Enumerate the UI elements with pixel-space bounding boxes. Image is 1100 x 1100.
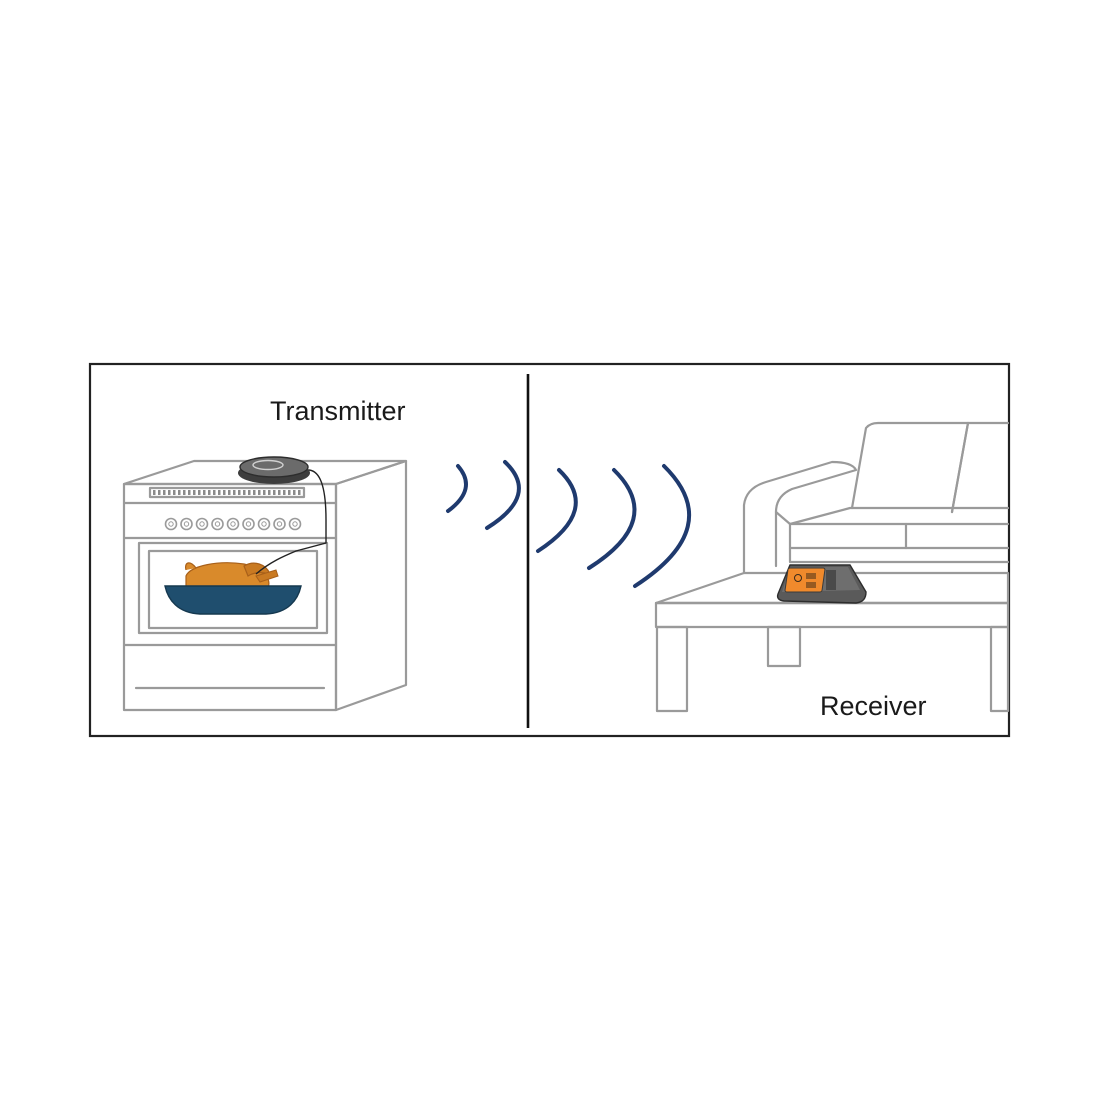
oven-knob xyxy=(242,517,255,531)
oven-knob-center xyxy=(261,521,267,527)
oven-knob xyxy=(180,517,193,531)
oven-knob xyxy=(288,517,302,531)
vent-slot xyxy=(298,490,301,495)
vent-slot xyxy=(283,490,286,495)
vent-slot xyxy=(223,490,226,495)
vent-slot xyxy=(233,490,236,495)
vent-slot xyxy=(188,490,191,495)
oven-knob xyxy=(226,517,240,531)
vent-slot xyxy=(263,490,266,495)
vent-slot xyxy=(278,490,281,495)
oven-knob xyxy=(273,517,286,531)
vent-slot xyxy=(213,490,216,495)
vent-slot xyxy=(163,490,166,495)
signal-waves xyxy=(446,460,692,588)
oven-knob-center xyxy=(199,521,205,527)
vent-slot xyxy=(253,490,256,495)
oven-knob-center xyxy=(230,521,236,527)
vent-slots xyxy=(153,490,301,495)
oven-knob-center xyxy=(183,521,190,527)
vent-slot xyxy=(293,490,296,495)
oven-knob-center xyxy=(245,521,252,527)
oven-knob xyxy=(195,517,209,531)
vent-slot xyxy=(158,490,161,495)
vent-slot xyxy=(173,490,176,495)
vent-slot xyxy=(183,490,186,495)
vent-slot xyxy=(193,490,196,495)
vent-slot xyxy=(258,490,261,495)
oven-knob xyxy=(164,517,178,531)
vent-slot xyxy=(153,490,156,495)
receiver-label: Receiver xyxy=(820,691,927,721)
oven-knob-center xyxy=(214,521,221,527)
oven-knobs xyxy=(164,517,302,531)
vent-slot xyxy=(238,490,241,495)
oven xyxy=(122,456,408,712)
vent-slot xyxy=(198,490,201,495)
transmitter-label: Transmitter xyxy=(270,396,406,426)
vent-slot xyxy=(208,490,211,495)
oven-knob-center xyxy=(276,521,283,527)
oven-knob xyxy=(211,517,224,531)
vent-slot xyxy=(268,490,271,495)
vent-slot xyxy=(288,490,291,495)
vent-slot xyxy=(178,490,181,495)
vent-slot xyxy=(228,490,231,495)
roast-chicken-icon xyxy=(185,562,279,589)
vent-slot xyxy=(218,490,221,495)
vent-slot xyxy=(168,490,171,495)
receiver-screen xyxy=(784,567,826,593)
transmitter-device-icon xyxy=(238,456,310,484)
probe-cable xyxy=(255,469,327,575)
sofa xyxy=(742,421,1010,575)
vent-slot xyxy=(243,490,246,495)
vent-slot xyxy=(273,490,276,495)
roasting-dish xyxy=(164,585,302,615)
vent-slot xyxy=(203,490,206,495)
vent-slot xyxy=(248,490,251,495)
receiver-device-icon xyxy=(776,564,867,604)
oven-knob xyxy=(257,517,271,531)
oven-knob-center xyxy=(168,521,174,527)
oven-knob-center xyxy=(292,521,298,527)
